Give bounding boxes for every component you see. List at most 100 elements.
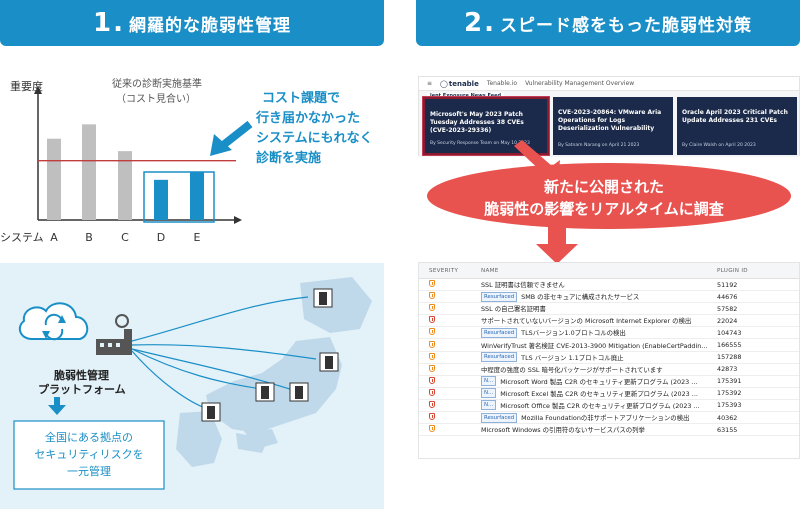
status-badge: Resurfaced	[481, 352, 518, 363]
menu-icon[interactable]: ≡	[427, 80, 433, 87]
status-badge: Resurfaced	[481, 327, 518, 338]
banner-dot: .	[113, 8, 123, 38]
plugin-id-cell: 175391	[717, 377, 742, 386]
table-row[interactable]: サポートされていないバージョンの Microsoft Internet Expl…	[419, 315, 799, 328]
news-card-byline: By Satnam Narang on April 21 2023	[558, 143, 640, 148]
dashboard-topbar: ≡ ◯tenable Tenable.io Vulnerability Mana…	[419, 77, 799, 91]
callout-arrow-shaft	[219, 120, 253, 150]
severity-shield-icon	[429, 328, 435, 336]
name-cell: WinVerifyTrust 著名検証 CVE-2013-3900 Mitiga…	[481, 341, 711, 350]
section-banner-1: 1 . 網羅的な脆弱性管理	[0, 0, 384, 46]
severity-shield-icon	[429, 364, 435, 372]
severity-cell	[419, 425, 481, 434]
y-axis-arrow	[34, 86, 42, 94]
building-icon	[201, 402, 221, 422]
map-island-awaji	[244, 429, 278, 449]
x-tick-B: B	[85, 231, 93, 244]
vulnerability-name: サポートされていないバージョンの Microsoft Internet Expl…	[481, 317, 692, 326]
callout-down-arrow-head	[536, 244, 578, 264]
status-badge: N...	[481, 376, 497, 387]
plugin-id-cell: 63155	[717, 425, 738, 434]
severity-shield-icon	[429, 413, 435, 421]
vulnerability-name: TLSバージョン1.0プロトコルの検出	[521, 329, 626, 338]
breadcrumb-tab-2[interactable]: Vulnerability Management Overview	[525, 80, 635, 87]
news-card-title: CVE-2023-20864: VMware Aria Operations f…	[558, 109, 662, 132]
bar-A	[47, 138, 61, 220]
summary-box	[13, 420, 165, 490]
logo-text: tenable	[448, 79, 479, 88]
severity-shield-icon	[429, 376, 435, 384]
name-cell: サポートされていないバージョンの Microsoft Internet Expl…	[481, 316, 711, 325]
severity-cell	[419, 304, 481, 313]
severity-shield-icon	[429, 280, 435, 288]
plugin-id-cell: 22024	[717, 316, 738, 325]
callout-line-2: 行き届かなかった	[255, 110, 360, 126]
severity-shield-icon	[429, 425, 435, 433]
news-card-3[interactable]: Oracle April 2023 Critical Patch Update …	[677, 97, 797, 155]
building-icon	[319, 352, 339, 372]
status-badge: Resurfaced	[481, 291, 518, 302]
column-severity[interactable]: SEVERITY	[429, 267, 459, 274]
severity-cell	[419, 413, 481, 422]
vulnerability-name: 中程度の強度の SSL 暗号化パッケージがサポートされています	[481, 365, 663, 374]
bar-D	[154, 179, 168, 220]
table-row[interactable]: WinVerifyTrust 著名検証 CVE-2013-3900 Mitiga…	[419, 339, 799, 352]
platform-label-2: プラットフォーム	[38, 382, 126, 396]
connection-line	[131, 350, 209, 410]
down-arrow-head	[48, 405, 66, 415]
plugin-id-cell: 104743	[717, 328, 742, 337]
summary-line-1: 全国にある拠点の	[45, 430, 133, 444]
table-row[interactable]: N...Microsoft Office 製品 C2R のセキュリティ更新プログ…	[419, 400, 799, 413]
summary-line-3: 一元管理	[67, 464, 111, 478]
breadcrumb-tab-1[interactable]: Tenable.io	[486, 80, 518, 87]
vulnerability-name: TLS バージョン 1.1プロトコル廃止	[521, 353, 624, 362]
name-cell: SSL の自己署名証明書	[481, 304, 711, 313]
name-cell: Microsoft Windows の引用符のないサービスパスの列挙	[481, 425, 711, 434]
connection-line	[131, 348, 263, 390]
callout-line-3: システムにもれなく	[256, 131, 373, 146]
table-row[interactable]: Microsoft Windows の引用符のないサービスパスの列挙 63155	[419, 424, 799, 437]
connection-line	[131, 344, 317, 360]
baseline-label-1: 従来の診断実施基準	[112, 77, 202, 90]
baseline-label-2: （コスト見合い）	[116, 92, 196, 105]
name-cell: 中程度の強度の SSL 暗号化パッケージがサポートされています	[481, 365, 711, 374]
callout-text: 新たに公開された 脆弱性の影響をリアルタイムに調査	[430, 176, 778, 220]
news-card-2[interactable]: CVE-2023-20864: VMware Aria Operations f…	[553, 97, 673, 155]
vulnerability-name: Microsoft Windows の引用符のないサービスパスの列挙	[481, 426, 645, 435]
plugin-id-cell: 44676	[717, 292, 738, 301]
factory-icon	[96, 314, 132, 355]
severity-cell	[419, 280, 481, 289]
banner-number: 1	[93, 8, 112, 38]
y-axis-label: 重要度	[10, 79, 43, 93]
severity-shield-icon	[429, 352, 435, 360]
callout-text-line-1: 新たに公開された	[543, 178, 664, 196]
table-row[interactable]: N...Microsoft Word 製品 C2R のセキュリティ更新プログラム…	[419, 376, 799, 388]
column-plugin-id[interactable]: PLUGIN ID	[717, 267, 748, 274]
x-axis-label: システム	[0, 231, 44, 244]
severity-cell	[419, 388, 481, 398]
x-axis-arrow	[234, 216, 242, 224]
platform-label-1: 脆弱性管理	[53, 368, 109, 382]
callout-line-4: 診断を実施	[256, 150, 321, 166]
map-island-hokkaido	[300, 277, 372, 333]
x-tick-C: C	[121, 231, 129, 244]
severity-cell	[419, 400, 481, 410]
column-name[interactable]: NAME	[481, 267, 499, 274]
news-card-byline: By Claire Walsh on April 20 2023	[682, 143, 756, 148]
vulnerability-name: Mozilla Foundationの非サポートアプリケーションの検出	[521, 414, 690, 423]
news-card-title: Microsoft's May 2023 Patch Tuesday Addre…	[430, 111, 524, 134]
table-row[interactable]: N...Microsoft Excel 製品 C2R のセキュリティ更新プログラ…	[419, 388, 799, 400]
vulnerability-name: Microsoft Excel 製品 C2R のセキュリティ更新プログラム (2…	[500, 389, 698, 398]
connection-line	[131, 348, 297, 392]
bar-C	[118, 151, 132, 220]
